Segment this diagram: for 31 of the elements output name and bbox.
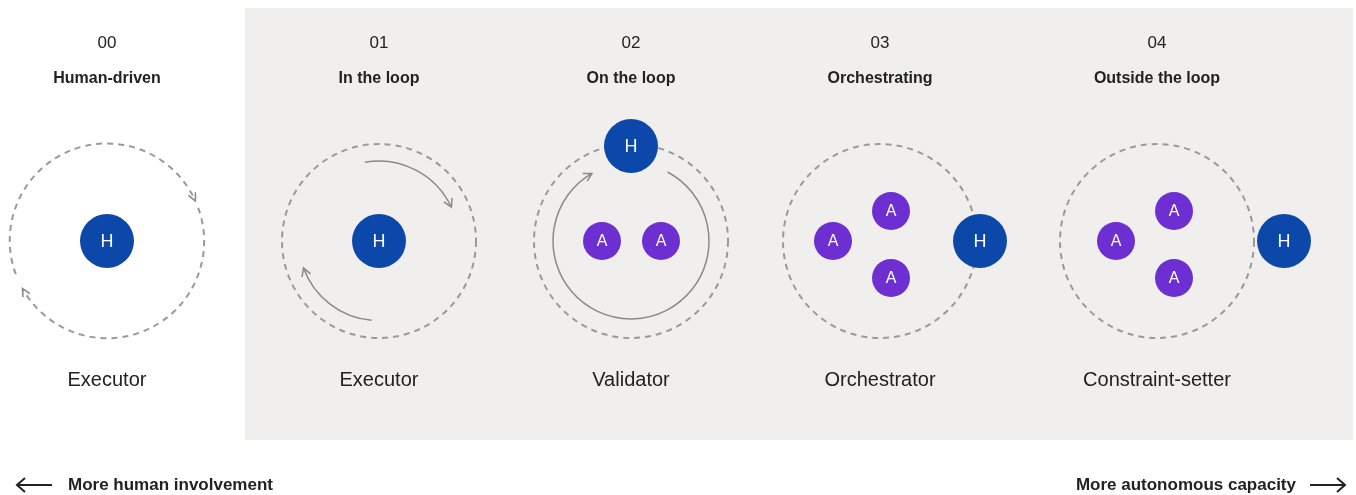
step-number: 02 <box>620 33 642 53</box>
step-number: 03 <box>869 33 891 53</box>
agent-badge: A <box>814 222 852 260</box>
human-badge: H <box>604 119 658 173</box>
agent-badge: A <box>872 192 910 230</box>
role-label: Orchestrator <box>823 368 937 391</box>
role-label: Constraint-setter <box>1082 368 1232 391</box>
step-number: 01 <box>368 33 390 53</box>
agent-badge: A <box>583 222 621 260</box>
axis-label: More autonomous capacity <box>1075 475 1296 495</box>
agent-badge: A <box>1155 192 1193 230</box>
human-badge: H <box>352 214 406 268</box>
stage-title: On the loop <box>585 69 677 87</box>
stage-title: Orchestrating <box>826 69 934 87</box>
role-label: Executor <box>66 368 148 391</box>
agent-badge: A <box>1155 259 1193 297</box>
agent-badge: A <box>642 222 680 260</box>
human-badge: H <box>1257 214 1311 268</box>
human-badge: H <box>80 214 134 268</box>
role-label: Executor <box>338 368 420 391</box>
step-number: 04 <box>1146 33 1168 53</box>
agent-badge: A <box>872 259 910 297</box>
axis-label: More human involvement <box>68 475 273 495</box>
human-badge: H <box>953 214 1007 268</box>
stage-title: In the loop <box>337 69 421 87</box>
stage-title: Human-driven <box>52 69 162 87</box>
stage-title: Outside the loop <box>1092 69 1222 87</box>
agent-badge: A <box>1097 222 1135 260</box>
stage-panel <box>245 8 1353 440</box>
step-number: 00 <box>96 33 118 53</box>
role-label: Validator <box>591 368 671 391</box>
